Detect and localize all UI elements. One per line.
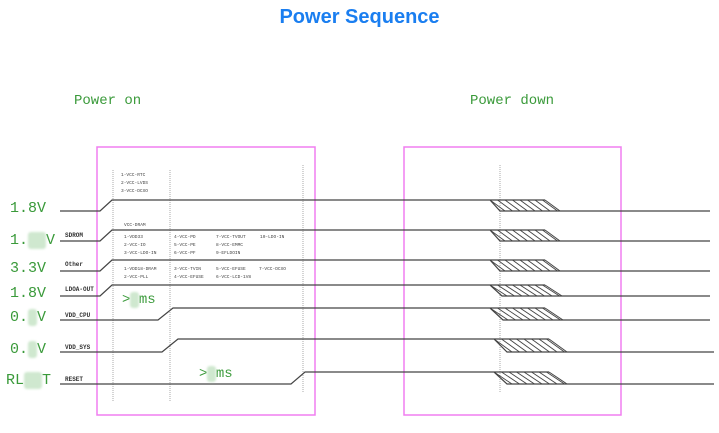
waveform-other [60,259,710,272]
rail-group-note: 7-VCC-DCXO [259,267,287,272]
voltage-label: 1.8V [10,200,47,217]
rail-group-note: 1-VCC-RTC 2-VCC-LVDS 3-VCC-DCXO [121,173,149,194]
waveform-vdd_sys [60,338,714,353]
hatched-fall [489,284,563,297]
waveform-reset [60,371,714,385]
rail-group-note: 3-VCC-TVIN 4-VCC-EFUSE [174,267,204,280]
waveform-sdrom [60,229,710,242]
rail-group-note: 10-LDO-IN [260,235,285,240]
rail-group-note: VCC-DRAM [124,223,146,228]
voltage-label: RLSET [6,372,52,389]
waveform-ldoa-out [60,284,710,297]
signal-label-sdrom: SDROM [65,232,84,239]
power-on-box [96,146,316,416]
waveform-vdd_cpu [60,307,710,321]
voltage-label: 1.8.V [10,232,56,249]
power-down-label: Power down [470,93,555,109]
signal-label-other: Other [65,261,84,268]
power-on-label: Power on [74,93,142,109]
delay-annotation: >5ms [199,366,233,382]
rail-group-note: 1-VDD33 2-VCC-IO 3-VCC-LDO-IN [124,235,157,256]
rail-group-note: 1-VDD18-DRAM 2-VCC-PLL [124,267,157,280]
rail-group-note: 5-VCC-EFUSE 6-VCC-LCD-1V8 [216,267,252,280]
voltage-label: 0.9V [10,309,47,326]
hatched-fall [493,371,568,385]
hatched-fall [493,338,568,353]
signal-label-reset: RESET [65,376,84,383]
hatched-fall [489,199,561,212]
delay-annotation: >5ms [122,292,156,308]
voltage-label: 1.8V [10,285,47,302]
hatched-fall [489,259,561,272]
voltage-label: 3.3V [10,260,47,277]
waveform-rail [60,199,710,212]
hatched-fall [489,229,561,242]
signal-label-vdd-sys: VDD_SYS [65,344,91,351]
diagram-title: Power Sequence [279,6,440,28]
hatched-fall [489,307,564,321]
rail-group-note: 7-VCC-TVOUT 8-VCC-EMMC 9-EFLDOIN [216,235,246,256]
rail-group-note: 4-VCC-PD 5-VCC-PE 6-VCC-PF [174,235,196,256]
signal-label-ldoa-out: LDOA-OUT [65,286,94,293]
power-down-box [403,146,622,416]
signal-label-vdd-cpu: VDD_CPU [65,312,91,319]
voltage-label: 0.9V [10,341,47,358]
